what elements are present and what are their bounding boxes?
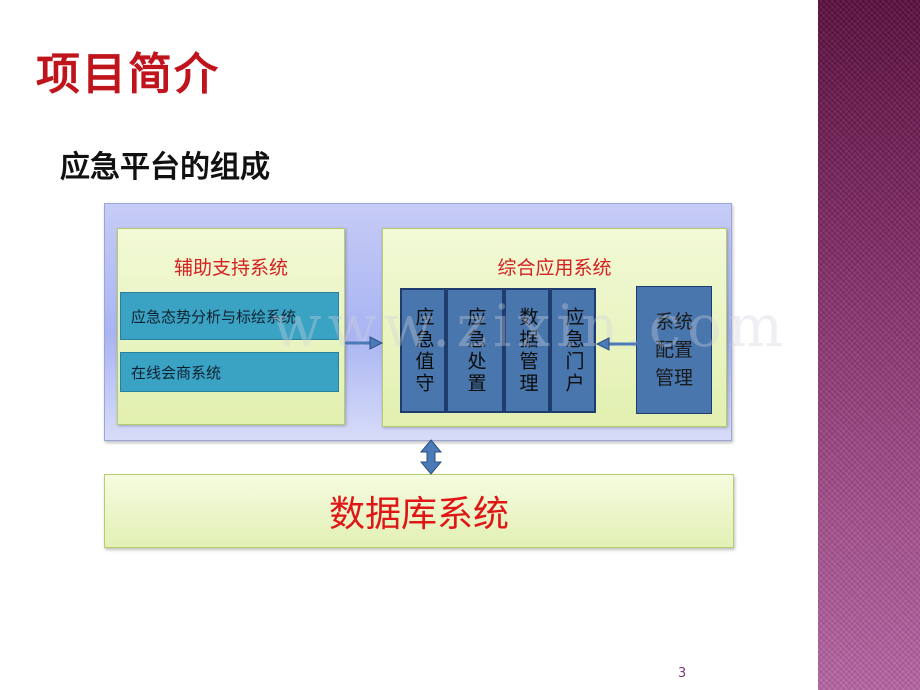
arrow-config-to-modules [595, 337, 636, 351]
config-management-box: 系统 配置 管理 [636, 286, 712, 414]
database-panel: 数据库系统 [104, 474, 734, 548]
arrow-bidirectional-database [419, 439, 443, 475]
aux-item-situation: 应急态势分析与标绘系统 [120, 292, 339, 340]
slide-subtitle: 应急平台的组成 [60, 150, 270, 185]
module-duty: 应急值守 [400, 288, 446, 413]
slide-title: 项目简介 [36, 49, 220, 100]
decorative-side-band [818, 0, 920, 690]
watermark: www.zixin.com [272, 292, 790, 360]
module-handling: 应急处置 [446, 288, 504, 413]
arrow-aux-to-app [345, 336, 384, 350]
app-system-title: 综合应用系统 [497, 257, 612, 279]
module-portal: 应急门户 [550, 288, 596, 413]
aux-item-consult: 在线会商系统 [120, 352, 339, 392]
aux-system-title: 辅助支持系统 [173, 257, 288, 279]
page-number: 3 [678, 666, 687, 681]
config-line-1: 系统 [654, 311, 693, 333]
database-label: 数据库系统 [328, 494, 509, 535]
config-line-3: 管理 [654, 367, 693, 389]
config-line-2: 配置 [654, 339, 693, 361]
module-data: 数据管理 [504, 288, 550, 413]
